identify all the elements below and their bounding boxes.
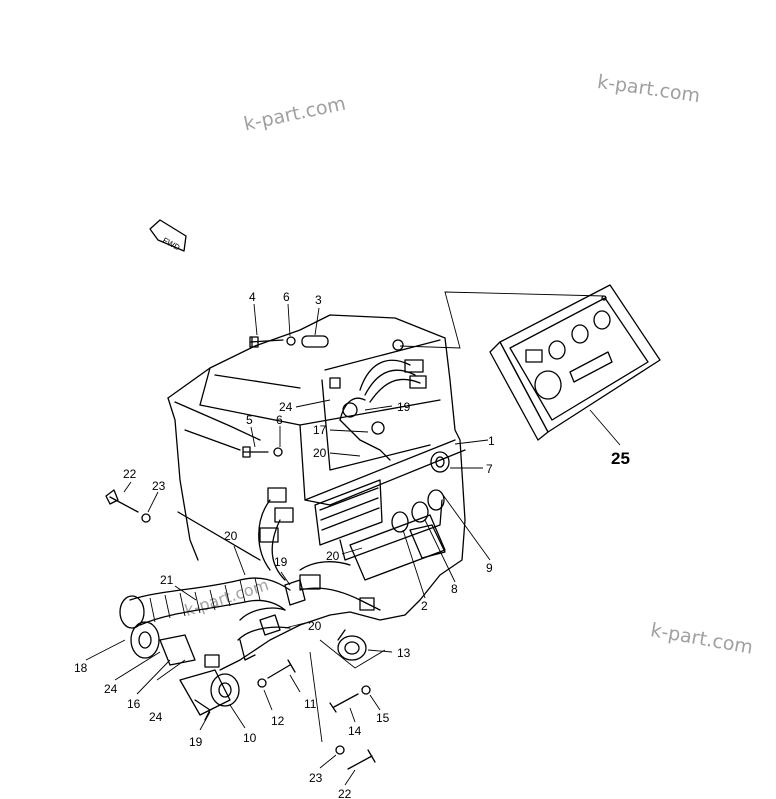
callout-22: 22	[338, 787, 352, 799]
dashboard-housing	[167, 314, 466, 671]
callout-6: 6	[276, 413, 283, 427]
callout-18: 18	[74, 661, 88, 675]
callout-20: 20	[313, 446, 327, 460]
callout-16: 16	[127, 697, 141, 711]
callout-24: 24	[149, 710, 163, 724]
callout-20: 20	[326, 549, 340, 563]
callout-15: 15	[376, 711, 390, 725]
callout-11: 11	[304, 697, 317, 711]
callout-5: 5	[246, 413, 253, 427]
fwd-icon-label: FWD	[161, 236, 182, 253]
left-connectors	[258, 487, 294, 581]
gauge-panel-25	[489, 284, 661, 441]
callout-19: 19	[274, 555, 288, 569]
wiring-harness-top	[329, 359, 427, 461]
buzzer-part-13	[319, 629, 386, 669]
callout-labels: 4 6 3 24 19 5 6 17 20 1 7 22 23 20 20 9 …	[74, 290, 630, 799]
callout-12: 12	[271, 714, 285, 728]
fasteners	[105, 335, 404, 770]
callout-20: 20	[308, 619, 322, 633]
callout-20: 20	[224, 529, 238, 543]
callout-6: 6	[283, 290, 290, 304]
leader-lines	[85, 291, 621, 786]
flexible-conduit	[119, 561, 381, 659]
callout-3: 3	[315, 293, 322, 307]
callout-25: 25	[611, 449, 630, 468]
fwd-direction-icon: FWD	[149, 219, 187, 253]
callout-14: 14	[348, 724, 362, 738]
callout-17: 17	[313, 423, 327, 437]
callout-24: 24	[279, 400, 293, 414]
callout-19: 19	[189, 735, 203, 749]
callout-1: 1	[488, 434, 495, 448]
callout-19: 19	[397, 400, 411, 414]
lower-connectors	[159, 574, 375, 721]
callout-13: 13	[397, 646, 411, 660]
callout-10: 10	[243, 731, 257, 745]
callout-8: 8	[451, 582, 458, 596]
callout-22: 22	[123, 467, 137, 481]
callout-24: 24	[104, 682, 118, 696]
callout-23: 23	[309, 771, 323, 785]
callout-23: 23	[152, 479, 166, 493]
callout-9: 9	[486, 561, 493, 575]
callout-2: 2	[421, 599, 428, 613]
callout-4: 4	[249, 290, 256, 304]
callout-21: 21	[160, 573, 174, 587]
panel-switches	[391, 451, 450, 559]
callout-7: 7	[486, 462, 493, 476]
